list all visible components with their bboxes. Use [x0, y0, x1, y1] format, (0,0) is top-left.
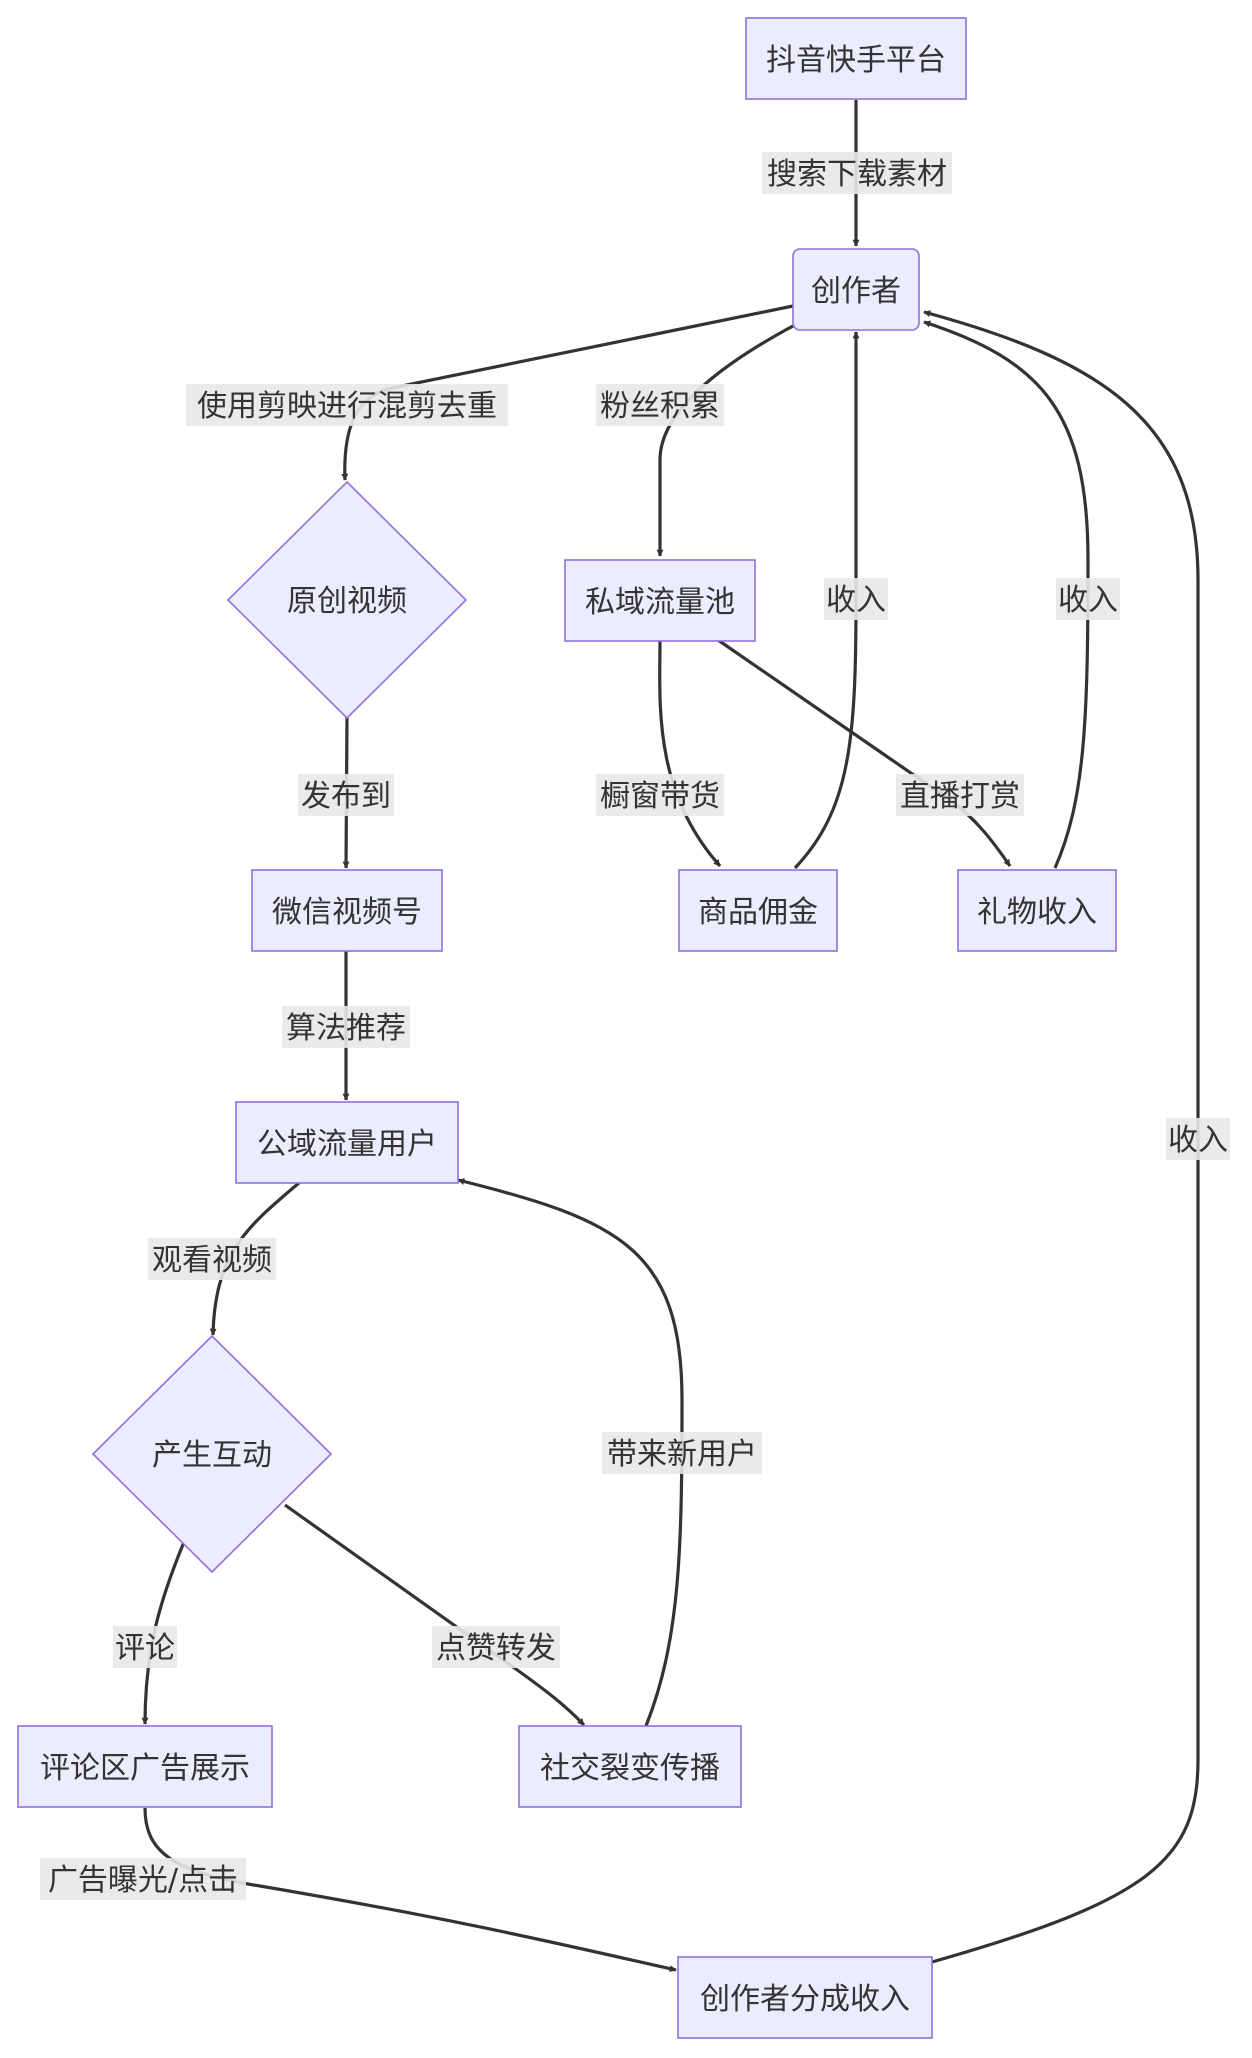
edge-label-comment: 评论	[113, 1626, 177, 1668]
edge-label-publish: 发布到	[298, 774, 394, 816]
edge-label-algorithm: 算法推荐	[282, 1006, 410, 1048]
svg-text:观看视频: 观看视频	[152, 1243, 272, 1278]
svg-text:带来新用户: 带来新用户	[607, 1437, 757, 1472]
svg-text:微信视频号: 微信视频号	[272, 895, 422, 930]
edge-label-download: 搜索下载素材	[762, 152, 952, 194]
node-social-spread: 社交裂变传播	[518, 1725, 742, 1808]
edge-commission-to-creator	[793, 331, 860, 870]
edge-label-new-users: 带来新用户	[602, 1432, 762, 1474]
svg-text:创作者分成收入: 创作者分成收入	[700, 1982, 910, 2017]
svg-text:收入: 收入	[1168, 1123, 1228, 1158]
node-private-pool: 私域流量池	[564, 559, 756, 642]
edge-gift-to-creator	[923, 320, 1090, 869]
edge-label-fans: 粉丝积累	[596, 384, 724, 426]
edge-label-income-commission: 收入	[824, 578, 888, 620]
edge-label-remix: 使用剪映进行混剪去重	[186, 384, 508, 426]
node-revenue-share: 创作者分成收入	[677, 1956, 933, 2039]
svg-text:直播打赏: 直播打赏	[900, 779, 1020, 814]
node-public-users: 公域流量用户	[235, 1101, 459, 1184]
node-interaction: 产生互动	[91, 1334, 333, 1574]
edge-labels: 搜索下载素材 使用剪映进行混剪去重 粉丝积累 收入 收入 发布到 橱窗带货 直	[40, 152, 1230, 1900]
edge-label-watch: 观看视频	[148, 1238, 276, 1280]
edge-label-live-tips: 直播打赏	[896, 774, 1024, 816]
svg-text:产生互动: 产生互动	[152, 1438, 272, 1473]
svg-text:点赞转发: 点赞转发	[436, 1631, 556, 1666]
nodes: 抖音快手平台 创作者 原创视频 私域流量池 微信视频号 商品佣金 礼物收入 公	[17, 17, 1117, 2039]
svg-text:私域流量池: 私域流量池	[585, 585, 735, 620]
svg-text:商品佣金: 商品佣金	[698, 895, 818, 930]
svg-text:评论区广告展示: 评论区广告展示	[40, 1751, 250, 1786]
edge-interaction-to-social	[284, 1503, 586, 1727]
node-creator: 创作者	[792, 248, 920, 331]
svg-text:评论: 评论	[115, 1631, 175, 1666]
node-original-video: 原创视频	[226, 480, 468, 720]
svg-text:收入: 收入	[1058, 583, 1118, 618]
svg-text:广告曝光/点击: 广告曝光/点击	[48, 1863, 238, 1898]
node-comment-ads: 评论区广告展示	[17, 1725, 273, 1808]
svg-text:公域流量用户: 公域流量用户	[257, 1127, 437, 1162]
svg-text:使用剪映进行混剪去重: 使用剪映进行混剪去重	[197, 389, 497, 424]
edge-label-like-share: 点赞转发	[432, 1626, 560, 1668]
edge-comment-ads-to-revenue	[143, 1807, 677, 1973]
node-wechat-channels: 微信视频号	[251, 869, 443, 952]
node-gift-income: 礼物收入	[957, 869, 1117, 952]
edge-social-to-public	[457, 1178, 684, 1727]
svg-text:算法推荐: 算法推荐	[286, 1011, 406, 1046]
edge-private-to-gift	[717, 638, 1012, 867]
svg-text:抖音快手平台: 抖音快手平台	[766, 43, 946, 78]
node-platform: 抖音快手平台	[745, 17, 967, 100]
edge-private-to-commission	[658, 639, 722, 868]
svg-text:社交裂变传播: 社交裂变传播	[540, 1751, 720, 1786]
edge-label-income-gift: 收入	[1056, 578, 1120, 620]
svg-text:搜索下载素材: 搜索下载素材	[767, 157, 947, 192]
svg-text:原创视频: 原创视频	[287, 584, 407, 619]
svg-text:收入: 收入	[826, 583, 886, 618]
edge-label-income-share: 收入	[1166, 1118, 1230, 1160]
svg-text:发布到: 发布到	[301, 779, 391, 814]
node-commission: 商品佣金	[678, 869, 838, 952]
svg-text:创作者: 创作者	[811, 274, 901, 309]
svg-text:粉丝积累: 粉丝积累	[600, 389, 720, 424]
svg-text:橱窗带货: 橱窗带货	[600, 779, 720, 814]
svg-text:礼物收入: 礼物收入	[977, 895, 1097, 930]
edge-revenue-to-creator	[923, 310, 1200, 1964]
edge-label-ad-exposure: 广告曝光/点击	[40, 1858, 246, 1900]
edge-creator-to-private	[656, 324, 794, 557]
edge-label-window-sales: 橱窗带货	[596, 774, 724, 816]
